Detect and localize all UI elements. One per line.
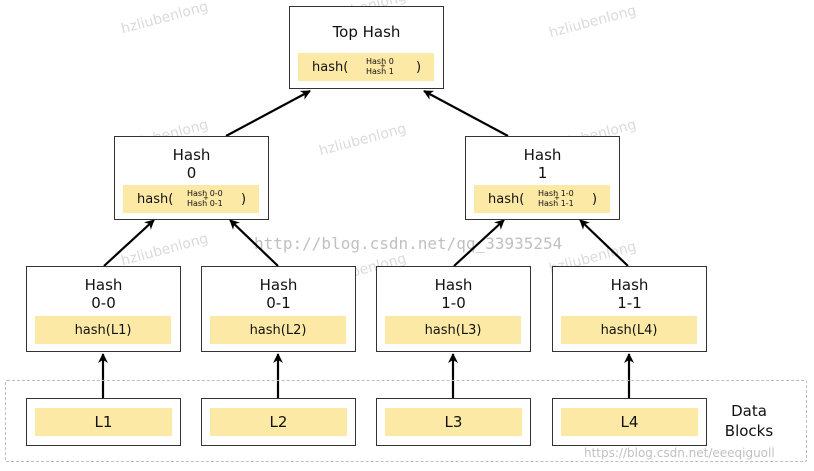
- hash-1-0-node: Hash 1-0 hash(L3): [376, 266, 531, 352]
- node-subtitle: 1-0: [441, 294, 466, 312]
- data-block-label: L4: [561, 408, 698, 436]
- hash-leaf-label: hash(L1): [35, 316, 171, 344]
- data-blocks-label: Data Blocks: [720, 401, 778, 441]
- node-subtitle: 0: [186, 164, 197, 182]
- edge-hash01-to-hash0: [229, 219, 279, 267]
- hash-arg-top: Hash 1-0: [538, 189, 574, 198]
- edge-hash0-to-top: [225, 90, 311, 137]
- edge-hash11-to-hash1: [579, 219, 629, 267]
- edge-hash1-to-top: [423, 90, 509, 137]
- hash-1-1-node: Hash 1-1 hash(L4): [552, 266, 707, 352]
- hash-leaf-label: hash(L2): [210, 316, 346, 344]
- node-subtitle: 1: [537, 164, 548, 182]
- data-block-l4: L4: [552, 398, 707, 446]
- hash-arg-bottom: Hash 1-1: [538, 199, 574, 208]
- edge-hash00-to-hash0: [103, 219, 155, 267]
- data-blocks-frame: [5, 380, 807, 462]
- node-title: Top Hash: [332, 23, 401, 41]
- node-title: Hash: [172, 146, 211, 164]
- data-block-l2: L2: [201, 398, 356, 446]
- hash-fn-label: hash(: [137, 191, 174, 207]
- node-subtitle: 0-1: [266, 294, 291, 312]
- hash-formula: hash( Hash 0-0 Hash 0-1 + ): [123, 185, 259, 213]
- hash-fn-label: hash(: [488, 191, 525, 207]
- close-paren: ): [241, 191, 247, 207]
- watermark-corner: https://blog.csdn.net/eeeqiguoll: [584, 446, 775, 460]
- hash-fn-label: hash(: [312, 59, 349, 75]
- hash-args: Hash 0-0 Hash 0-1: [187, 185, 223, 213]
- data-block-label: L3: [385, 408, 522, 436]
- hash-0-0-node: Hash 0-0 hash(L1): [26, 266, 181, 352]
- plus-sign: +: [554, 194, 560, 202]
- hash-args: Hash 1-0 Hash 1-1: [538, 185, 574, 213]
- close-paren: ): [416, 59, 422, 75]
- node-title: Hash: [434, 276, 473, 294]
- node-subtitle: 1-1: [617, 294, 642, 312]
- node-title: Hash: [259, 276, 298, 294]
- data-block-l3: L3: [376, 398, 531, 446]
- data-blocks-label-line2: Blocks: [724, 422, 774, 440]
- hash-arg-top: Hash 0-0: [187, 189, 223, 198]
- plus-sign: +: [203, 194, 209, 202]
- hash-formula: hash( Hash 0 Hash 1 + ): [298, 53, 434, 81]
- hash-arg-top: Hash 0: [366, 57, 394, 66]
- data-block-label: L1: [35, 408, 172, 436]
- node-title: Hash: [610, 276, 649, 294]
- hash-formula: hash( Hash 1-0 Hash 1-1 + ): [474, 185, 610, 213]
- hash-arg-bottom: Hash 0-1: [187, 199, 223, 208]
- data-block-l1: L1: [26, 398, 181, 446]
- hash-arg-bottom: Hash 1: [366, 67, 394, 76]
- edge-hash10-to-hash1: [453, 219, 505, 267]
- hash-0-node: Hash 0 hash( Hash 0-0 Hash 0-1 + ): [114, 136, 269, 220]
- close-paren: ): [592, 191, 598, 207]
- hash-args: Hash 0 Hash 1: [366, 53, 394, 81]
- hash-leaf-label: hash(L4): [561, 316, 697, 344]
- node-title: Hash: [523, 146, 562, 164]
- hash-leaf-label: hash(L3): [385, 316, 521, 344]
- hash-0-1-node: Hash 0-1 hash(L2): [201, 266, 356, 352]
- plus-sign: +: [380, 62, 386, 70]
- top-hash-node: Top Hash hash( Hash 0 Hash 1 + ): [289, 6, 444, 89]
- node-title: Hash: [84, 276, 123, 294]
- node-subtitle: 0-0: [91, 294, 116, 312]
- data-blocks-label-line1: Data: [731, 402, 767, 420]
- data-block-label: L2: [210, 408, 347, 436]
- hash-1-node: Hash 1 hash( Hash 1-0 Hash 1-1 + ): [465, 136, 620, 220]
